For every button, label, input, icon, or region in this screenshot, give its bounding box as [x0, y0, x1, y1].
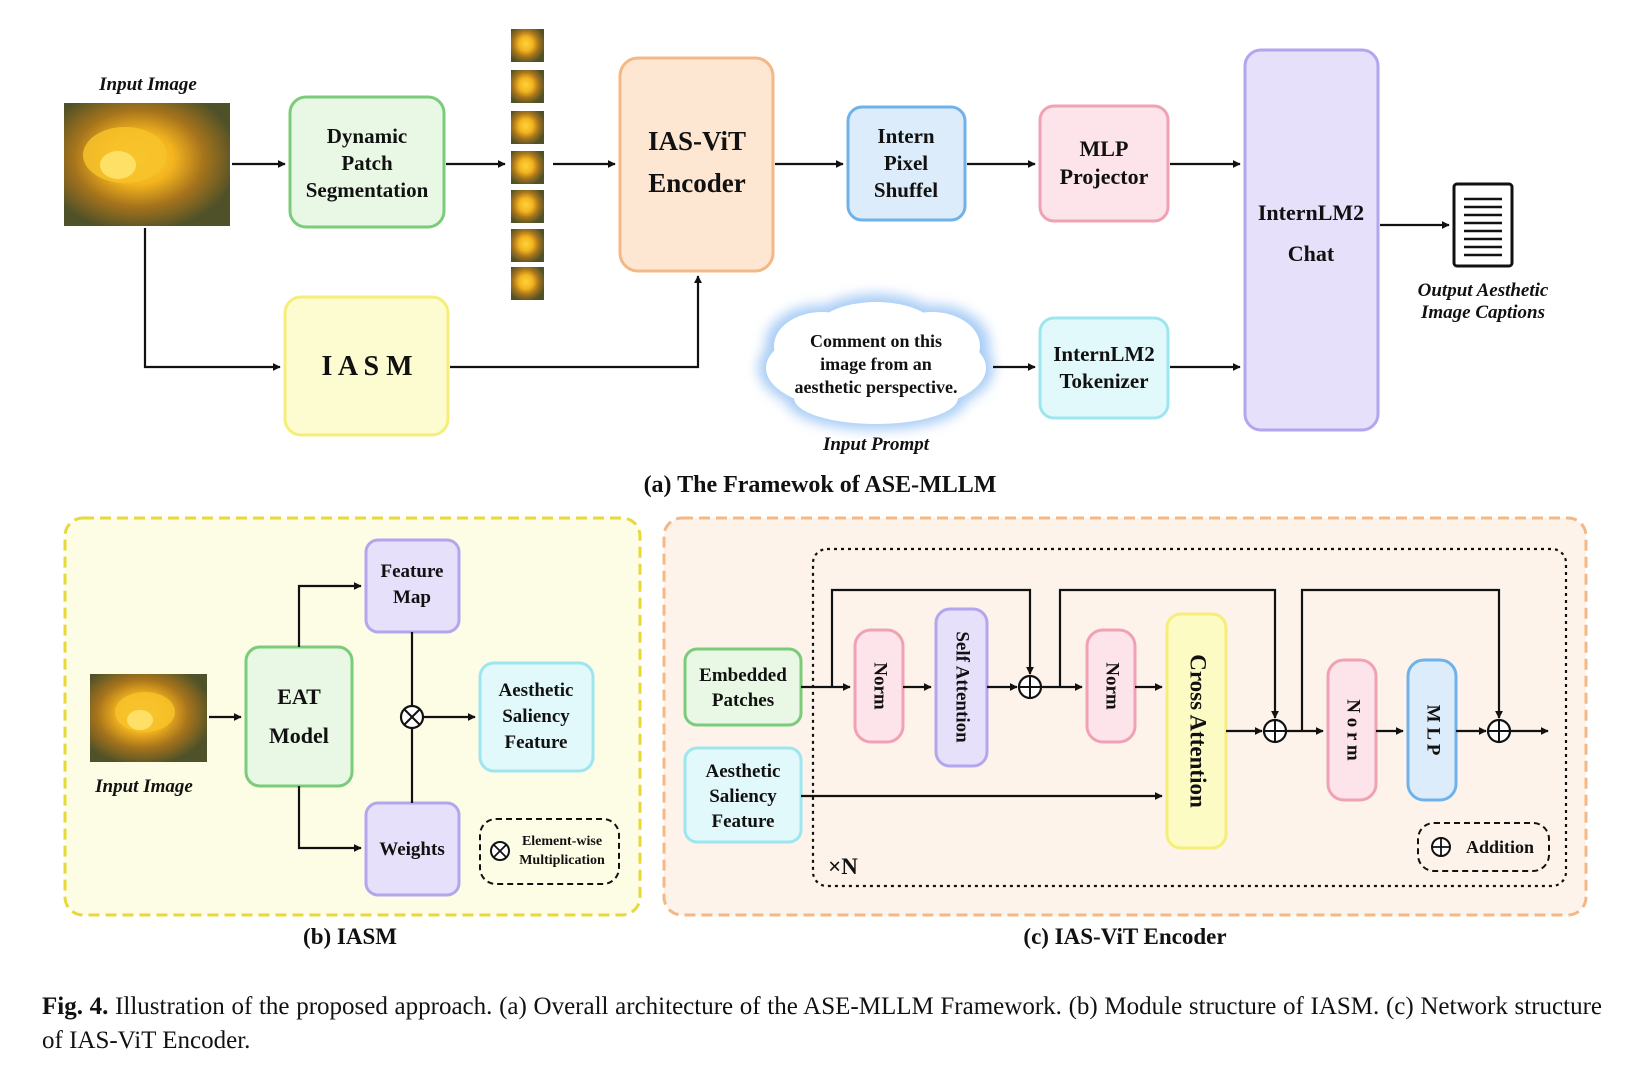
mlp-projector-box: MLP Projector [1038, 104, 1170, 223]
patch-2 [511, 70, 544, 103]
tokenizer-line1: InternLM2 [1053, 342, 1155, 366]
intern-pixel-line1: Intern [877, 124, 934, 148]
dynamic-patch-line1: Dynamic [327, 124, 408, 148]
eat-model-box: EAT Model [244, 645, 354, 788]
arrows-a [143, 160, 1450, 371]
document-icon [1452, 182, 1514, 268]
intern-pixel-line2: Pixel [884, 151, 928, 175]
norm-2-box: Norm [1085, 628, 1137, 744]
dynamic-patch-line3: Segmentation [306, 178, 429, 202]
arrows-c [801, 588, 1549, 800]
patch-4 [511, 151, 544, 184]
intern-pixel-line3: Shuffel [874, 178, 938, 202]
feature-map-box: Feature Map [364, 538, 461, 634]
mlp-box: M L P [1406, 658, 1458, 802]
output-label-line1: Output Aesthetic [1418, 280, 1549, 301]
internlm2-chat-line1: InternLM2 [1258, 200, 1364, 225]
prompt-line2: image from an [820, 354, 932, 374]
iasm-box: I A S M [283, 295, 450, 437]
caption-text: Illustration of the proposed approach. (… [42, 993, 1602, 1054]
cross-attention-label: Cross Attention [1186, 654, 1211, 808]
embedded-patches-box: Embedded Patches [683, 647, 803, 727]
tokenizer-line2: Tokenizer [1059, 369, 1148, 393]
patch-1 [511, 29, 544, 62]
dynamic-patch-line2: Patch [341, 151, 393, 175]
ias-vit-line1: IAS-ViT [648, 126, 746, 156]
panel-b: Input Image EAT Model Feature Map Weight… [63, 516, 642, 949]
output-label-line2: Image Captions [1420, 302, 1545, 323]
add-node-3 [1486, 718, 1512, 744]
ias-vit-encoder-box: IAS-ViT Encoder [618, 56, 775, 273]
saliency-c-line3: Feature [712, 811, 775, 832]
add-node-2 [1262, 718, 1288, 744]
patch-7 [511, 267, 544, 300]
self-attention-box: Self Attention [934, 607, 989, 768]
legend-mult-line2: Multiplication [519, 853, 605, 868]
mlp-label: M L P [1423, 705, 1444, 756]
norm-1-label: Norm [870, 662, 891, 710]
patch-6 [511, 229, 544, 262]
prompt-line1: Comment on this [810, 331, 942, 351]
input-prompt-label: Input Prompt [822, 434, 930, 455]
internlm2-tokenizer-box: InternLM2 Tokenizer [1038, 316, 1170, 420]
norm-1-box: Norm [853, 628, 905, 744]
legend-multiplication: Element-wise Multiplication [479, 818, 620, 885]
arrows-b [209, 582, 476, 852]
norm-3-box: N o r m [1326, 658, 1378, 802]
saliency-b-line2: Saliency [502, 706, 570, 727]
input-image-label-a: Input Image [98, 74, 197, 95]
patch-3 [511, 111, 544, 144]
weights-label: Weights [379, 839, 444, 860]
self-attention-label: Self Attention [952, 631, 973, 743]
norm-3-label: N o r m [1343, 699, 1364, 761]
mlp-projector-line2: Projector [1060, 164, 1149, 189]
patch-5 [511, 190, 544, 223]
panel-b-title: (b) IASM [303, 924, 397, 949]
caption-label: Fig. 4. [42, 993, 109, 1020]
saliency-c-line1: Aesthetic [706, 761, 781, 782]
saliency-b-line3: Feature [505, 732, 568, 753]
multiply-node [399, 704, 425, 730]
saliency-c-line2: Saliency [709, 786, 777, 807]
embedded-line2: Patches [712, 690, 774, 711]
weights-box: Weights [364, 801, 461, 897]
embedded-line1: Embedded [699, 665, 787, 686]
panel-a: Input Image Dynamic Patch Segmentation [64, 29, 1549, 498]
norm-2-label: Norm [1102, 662, 1123, 710]
mlp-projector-line1: MLP [1080, 136, 1129, 161]
prompt-cloud: Comment on this image from an aesthetic … [758, 294, 994, 430]
figure-caption: Fig. 4. Illustration of the proposed app… [42, 990, 1602, 1058]
input-image-b [90, 674, 207, 762]
legend-addition: Addition [1417, 822, 1550, 872]
input-image-a [64, 103, 230, 226]
intern-pixel-shuffel-box: Intern Pixel Shuffel [846, 105, 967, 222]
add-node-1 [1017, 674, 1043, 700]
internlm2-chat-box: InternLM2 Chat [1243, 48, 1380, 432]
ias-vit-line2: Encoder [648, 168, 746, 198]
iasm-label: I A S M [321, 351, 412, 382]
cross-attention-box: Cross Attention [1165, 612, 1228, 850]
repeat-n-label: ×N [828, 854, 858, 879]
saliency-b-line1: Aesthetic [499, 680, 574, 701]
dynamic-patch-segmentation-box: Dynamic Patch Segmentation [288, 95, 446, 229]
input-image-label-b: Input Image [94, 776, 193, 797]
feature-map-line2: Map [393, 587, 431, 608]
internlm2-chat-line2: Chat [1288, 241, 1335, 266]
image-patches [511, 29, 544, 300]
prompt-line3: aesthetic perspective. [795, 377, 958, 397]
panel-c: Embedded Patches Aesthetic Saliency Feat… [662, 516, 1588, 949]
eat-line1: EAT [277, 684, 321, 709]
aesthetic-saliency-box-c: Aesthetic Saliency Feature [683, 746, 803, 844]
panel-a-title: (a) The Framewok of ASE-MLLM [644, 472, 997, 498]
eat-line2: Model [269, 723, 329, 748]
aesthetic-saliency-box-b: Aesthetic Saliency Feature [478, 661, 595, 773]
legend-mult-line1: Element-wise [522, 834, 602, 849]
feature-map-line1: Feature [381, 561, 444, 582]
panel-c-title: (c) IAS-ViT Encoder [1023, 924, 1226, 949]
legend-addition-label: Addition [1466, 837, 1534, 857]
